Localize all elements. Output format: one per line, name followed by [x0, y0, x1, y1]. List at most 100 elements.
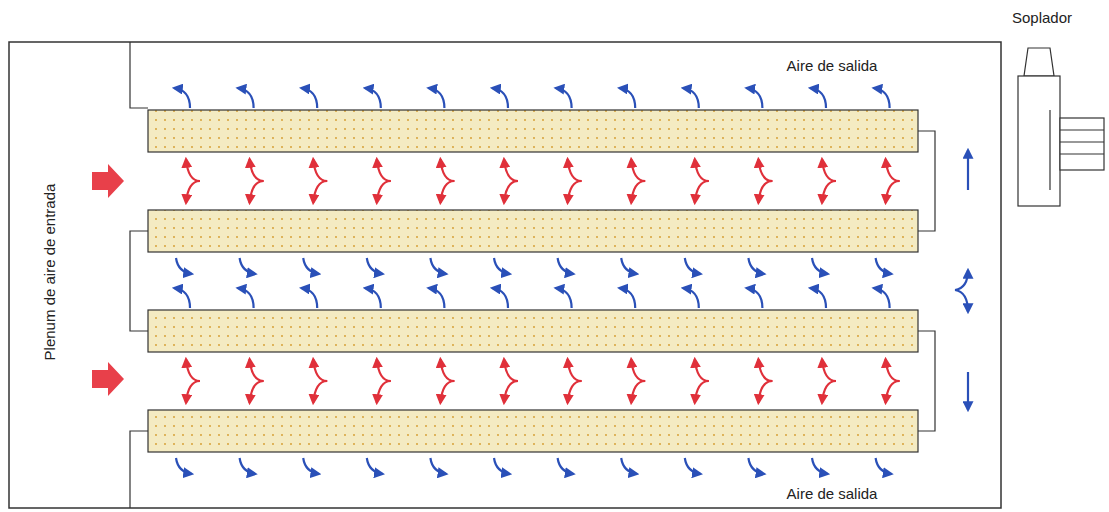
outlet-flow-arrow [430, 258, 446, 274]
inlet-flow-arrow [758, 159, 772, 181]
inlet-flow-arrow [822, 359, 836, 381]
inlet-flow-arrow [695, 181, 709, 203]
outlet-flow-arrow [176, 458, 192, 474]
outlet-flow-arrow [367, 258, 383, 274]
inlet-flow-arrow [440, 359, 454, 381]
outlet-flow-arrow [685, 258, 701, 274]
blower-label: Soplador [1012, 9, 1072, 27]
partition-walls [130, 42, 935, 508]
inlet-flow-arrow [377, 181, 391, 203]
outlet-flow-arrow [955, 290, 968, 312]
outlet-flow-arrow [955, 270, 968, 290]
inlet-flow-arrow [631, 159, 645, 181]
inlet-flow-arrow [886, 359, 900, 381]
inlet-flow-arrow [631, 381, 645, 403]
inlet-flow-arrow [886, 381, 900, 403]
outlet-flow-arrow [619, 288, 635, 308]
inlet-flow-arrow [822, 381, 836, 403]
outlet-flow-arrow [558, 258, 574, 274]
outlet-flow-arrow [621, 258, 637, 274]
inlet-flow-arrow [250, 381, 264, 403]
outlet-flow-arrow [494, 458, 510, 474]
inlet-flow-arrow [186, 159, 200, 181]
inlet-flow-arrow [440, 381, 454, 403]
blower [1018, 48, 1104, 206]
outlet-flow-arrow [619, 88, 635, 108]
outlet-flow-arrow [876, 258, 892, 274]
outlet-flow-arrow [494, 258, 510, 274]
inlet-flow-arrow [186, 381, 200, 403]
outlet-flow-arrow [301, 88, 317, 108]
outlet-flow-arrow [301, 288, 317, 308]
inlet-flow-arrow [504, 181, 518, 203]
outlet-flow-arrow [683, 288, 699, 308]
outlet-flow-arrow [174, 88, 190, 108]
outlet-flow-arrow [874, 88, 890, 108]
outlet-flow-arrow [174, 288, 190, 308]
inlet-flow-arrow [758, 359, 772, 381]
outlet-flow-arrow [176, 258, 192, 274]
outlet-flow-arrow [683, 88, 699, 108]
housing [9, 42, 1001, 508]
filter-tubes [148, 110, 918, 452]
inlet-flow-arrow [886, 181, 900, 203]
inlet-flow-arrow [631, 181, 645, 203]
outlet-flow-arrow [685, 458, 701, 474]
inlet-flow-arrow [568, 381, 582, 403]
outlet-flow-arrow [430, 458, 446, 474]
inlet-flow-arrow [695, 381, 709, 403]
inlet-flow-arrow [377, 381, 391, 403]
outlet-flow-arrow [746, 88, 762, 108]
outlet-flow-arrow [240, 258, 256, 274]
inlet-flow-arrow [886, 159, 900, 181]
outlet-flow-arrow [428, 288, 444, 308]
outlet-flow-arrow [428, 88, 444, 108]
inlet-flow-arrow [440, 181, 454, 203]
outlet-flow-arrow [303, 258, 319, 274]
air-flow-arrows [174, 88, 968, 474]
inlet-flow-arrow [313, 159, 327, 181]
inlet-flow-arrow [313, 381, 327, 403]
outlet-flow-arrow [365, 288, 381, 308]
inlet-flow-arrow [504, 381, 518, 403]
outlet-flow-arrow [240, 458, 256, 474]
inlet-flow-arrow [186, 181, 200, 203]
outlet-flow-arrow [748, 258, 764, 274]
inlet-flow-arrow [250, 181, 264, 203]
inlet-flow-arrow [504, 359, 518, 381]
inlet-flow-arrow [695, 359, 709, 381]
inlet-flow-arrow [250, 159, 264, 181]
inlet-flow-arrow [377, 359, 391, 381]
outlet-flow-arrow [810, 88, 826, 108]
outlet-flow-arrow [812, 458, 828, 474]
outlet-flow-arrow [303, 458, 319, 474]
outlet-label: Aire de salida [787, 57, 878, 75]
inlet-flow-arrow [250, 359, 264, 381]
inlet-flow-arrow [377, 159, 391, 181]
outlet-flow-arrow [748, 458, 764, 474]
outlet-flow-arrow [746, 288, 762, 308]
outlet-flow-arrow [812, 258, 828, 274]
inlet-flow-arrow [758, 381, 772, 403]
plenum-label: Plenum de aire de entrada [41, 184, 59, 361]
outlet-flow-arrow [967, 150, 969, 190]
inlet-flow-arrow [313, 181, 327, 203]
outlet-flow-arrow [492, 88, 508, 108]
inlet-flow-arrow [568, 181, 582, 203]
outlet-flow-arrow [556, 88, 572, 108]
inlet-flow-arrow [568, 359, 582, 381]
outlet-flow-arrow [874, 288, 890, 308]
outlet-flow-arrow [621, 458, 637, 474]
inlet-flow-arrow [440, 159, 454, 181]
outlet-flow-arrow [365, 88, 381, 108]
outlet-flow-arrow [238, 288, 254, 308]
inlet-flow-arrow [695, 159, 709, 181]
inlet-arrows [92, 164, 124, 396]
outlet-flow-arrow [492, 288, 508, 308]
inlet-flow-arrow [631, 359, 645, 381]
inlet-flow-arrow [822, 159, 836, 181]
inlet-flow-arrow [568, 159, 582, 181]
inlet-flow-arrow [504, 159, 518, 181]
inlet-flow-arrow [186, 359, 200, 381]
